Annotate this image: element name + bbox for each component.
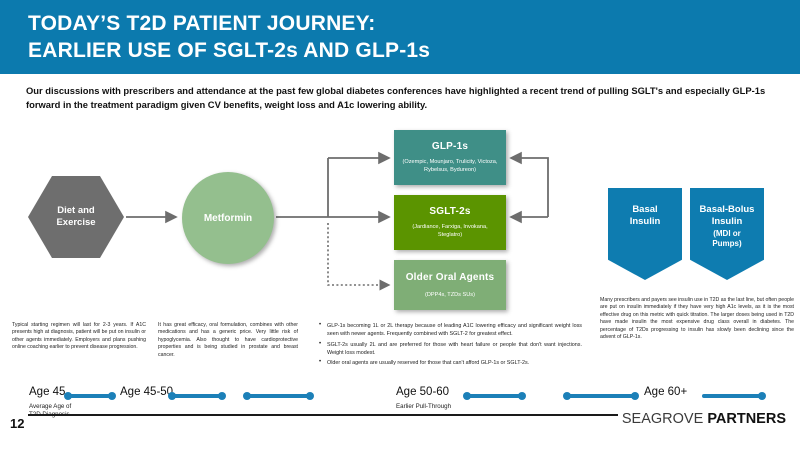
- brand-name-bold: PARTNERS: [707, 411, 786, 427]
- timeline-bar-3: [247, 394, 310, 398]
- basal-bolus-insulin-label: Basal-Bolus Insulin: [699, 204, 755, 227]
- note-drug-class-bullets: GLP-1s becoming 1L or 2L therapy because…: [318, 321, 582, 370]
- timeline-dot-5a: [563, 392, 571, 400]
- box-older-oral-agents[interactable]: Older Oral Agents (DPP4s, TZDs SUs): [394, 260, 506, 310]
- timeline-label-age-50-60: Age 50-60: [396, 386, 450, 398]
- box-sglt-2s[interactable]: SGLT-2s (Jardiance, Farxiga, Invokana, S…: [394, 195, 506, 250]
- timeline-dot-3a: [243, 392, 251, 400]
- timeline-dot-6b: [758, 392, 766, 400]
- timeline-dot-2a: [168, 392, 176, 400]
- older-oral-agents-drugs: (DPP4s, TZDs SUs): [425, 291, 475, 298]
- timeline-label-age-60-plus: Age 60+: [644, 386, 688, 398]
- sglt-2s-drugs: (Jardiance, Farxiga, Invokana, Steglatro…: [412, 224, 488, 238]
- sglt-2s-title: SGLT-2s: [429, 206, 471, 217]
- timeline-dot-2b: [218, 392, 226, 400]
- timeline-dot-3b: [306, 392, 314, 400]
- note-diet-exercise: Typical starting regimen will last for 2…: [12, 322, 146, 351]
- flow-connectors: [126, 151, 549, 291]
- basal-bolus-insulin-sublabel: (MDI or Pumps): [712, 229, 742, 248]
- bullet-item: GLP-1s becoming 1L or 2L therapy because…: [318, 321, 582, 338]
- older-oral-agents-title: Older Oral Agents: [405, 271, 495, 283]
- brand-name-light: SEAGROVE: [621, 411, 708, 427]
- diet-label: Diet and Exercise: [56, 205, 96, 228]
- shape-basal-insulin[interactable]: Basal Insulin: [608, 188, 682, 280]
- treatment-flow-diagram: Diet and Exercise Metformin GLP-1s (Ozem…: [0, 118, 800, 318]
- title-line-2: EARLIER USE OF SGLT-2s AND GLP-1s: [28, 39, 431, 62]
- note-insulin: Many prescribers and payers see insulin …: [600, 297, 794, 341]
- timeline-dot-5b: [631, 392, 639, 400]
- basal-insulin-label: Basal Insulin: [629, 204, 661, 227]
- shape-metformin[interactable]: Metformin: [182, 172, 274, 264]
- page-number: 12: [10, 416, 25, 431]
- timeline-label-age-45: Age 45: [29, 386, 66, 398]
- page-title: TODAY’S T2D PATIENT JOURNEY: EARLIER USE…: [28, 10, 768, 64]
- timeline-bar-5: [567, 394, 635, 398]
- timeline-dot-4a: [463, 392, 471, 400]
- box-glp-1s[interactable]: GLP-1s (Ozempic, Mounjaro, Trulicity, Vi…: [394, 130, 506, 185]
- note-metformin: It has great efficacy, oral formulation,…: [158, 322, 298, 358]
- shape-basal-bolus-insulin[interactable]: Basal-Bolus Insulin (MDI or Pumps): [690, 188, 764, 280]
- timeline-bar-4: [467, 394, 522, 398]
- shape-diet-and-exercise[interactable]: Diet and Exercise: [28, 176, 124, 258]
- footer-divider: [28, 414, 618, 416]
- timeline-dot-1a: [64, 392, 72, 400]
- subtitle-text: Our discussions with prescribers and att…: [26, 85, 766, 110]
- timeline-sub-age-45-line1: Average Age of: [29, 403, 72, 410]
- timeline-bar-6: [702, 394, 762, 398]
- brand-logo: SEAGROVE PARTNERS: [622, 411, 786, 427]
- timeline-bar-1: [68, 394, 110, 398]
- glp-1s-title: GLP-1s: [431, 141, 469, 152]
- metformin-label: Metformin: [203, 212, 253, 224]
- timeline-dot-4b: [518, 392, 526, 400]
- bullet-item: Older oral agents are usually reserved f…: [318, 358, 582, 367]
- glp-1s-drugs: (Ozempic, Mounjaro, Trulicity, Victoza, …: [402, 159, 498, 173]
- timeline-bar-2: [172, 394, 222, 398]
- title-line-1: TODAY’S T2D PATIENT JOURNEY:: [28, 12, 376, 35]
- timeline-label-age-45-50: Age 45-50: [120, 386, 174, 398]
- timeline-sub-age-50-60: Earlier Pull-Through: [396, 403, 452, 410]
- timeline-dot-1b: [108, 392, 116, 400]
- slide-header: TODAY’S T2D PATIENT JOURNEY: EARLIER USE…: [0, 0, 800, 74]
- bullet-item: SGLT-2s usually 2L and are preferred for…: [318, 340, 582, 357]
